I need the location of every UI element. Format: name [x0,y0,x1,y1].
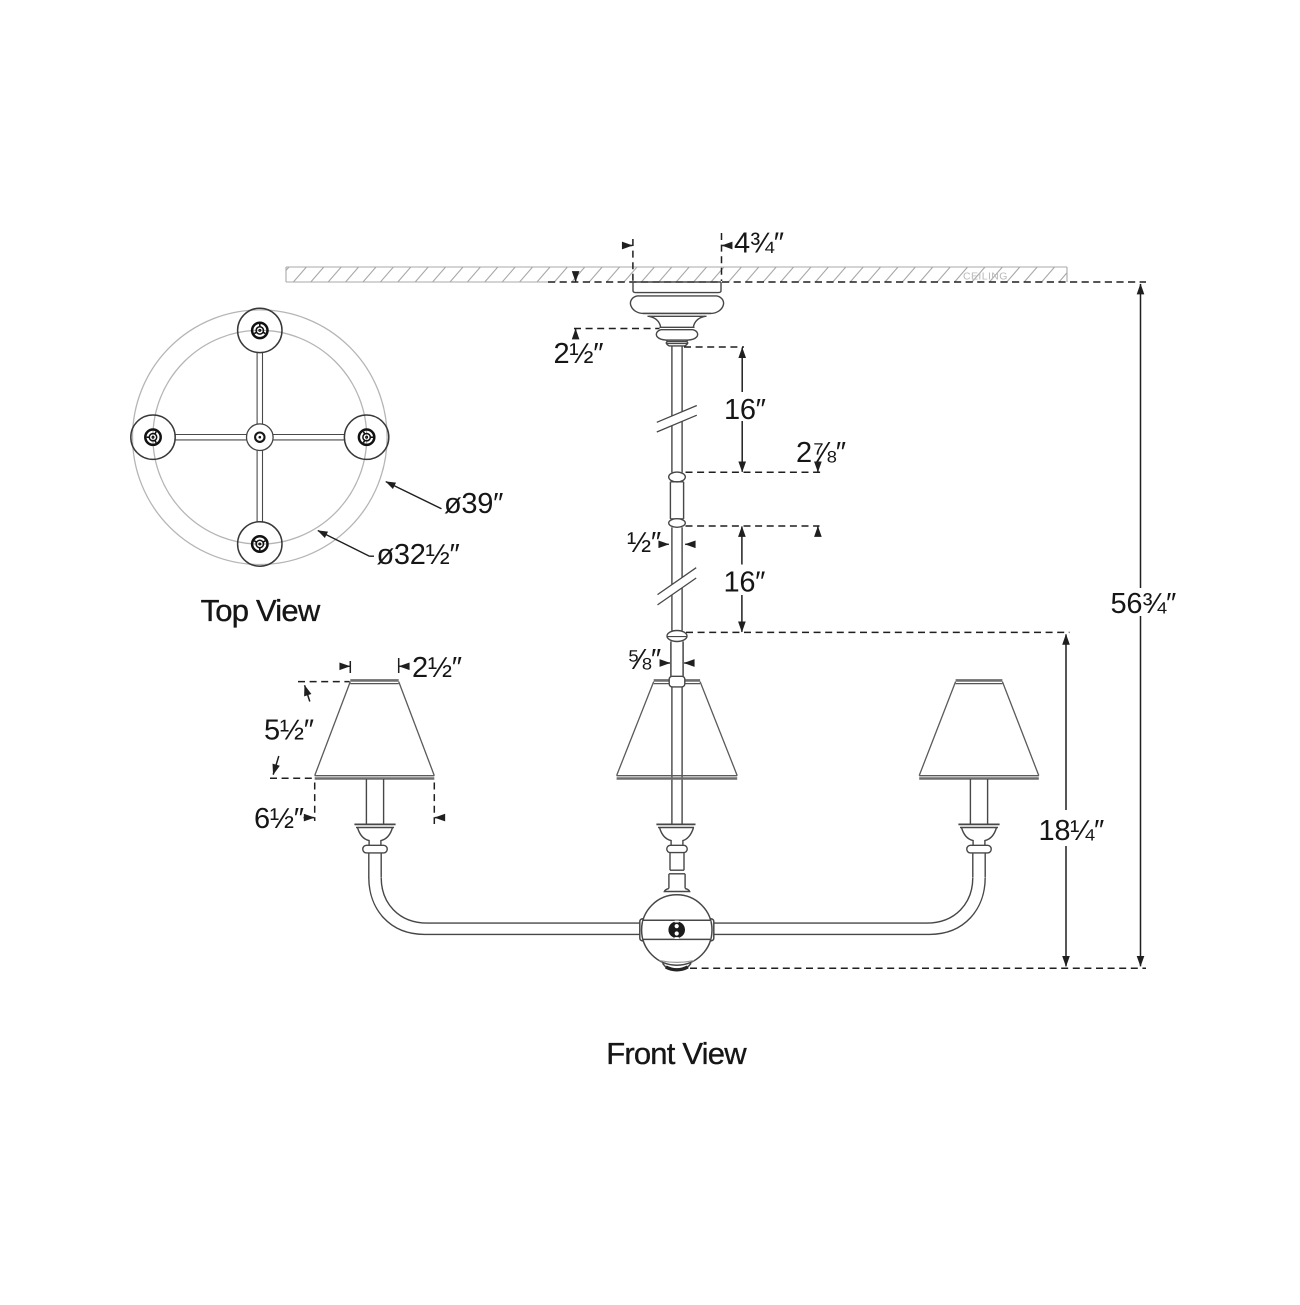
svg-text:ø39″: ø39″ [444,488,503,520]
svg-text:5½″: 5½″ [264,715,314,747]
svg-text:4¾″: 4¾″ [734,228,784,260]
svg-text:18¼″: 18¼″ [1039,815,1105,847]
svg-text:2½″: 2½″ [412,652,462,684]
svg-text:16″: 16″ [724,394,766,426]
svg-text:16″: 16″ [724,567,766,599]
svg-text:⅝″: ⅝″ [627,644,661,676]
svg-text:Front View: Front View [606,1036,747,1071]
svg-text:Top View: Top View [201,593,321,628]
svg-text:2½″: 2½″ [554,338,604,370]
svg-text:CEILING: CEILING [963,271,1008,283]
svg-text:ø32½″: ø32½″ [377,539,460,571]
svg-text:2⅞″: 2⅞″ [796,437,846,469]
svg-text:6½″: 6½″ [254,803,304,835]
svg-text:½″: ½″ [627,527,661,559]
svg-text:56¾″: 56¾″ [1111,588,1177,620]
